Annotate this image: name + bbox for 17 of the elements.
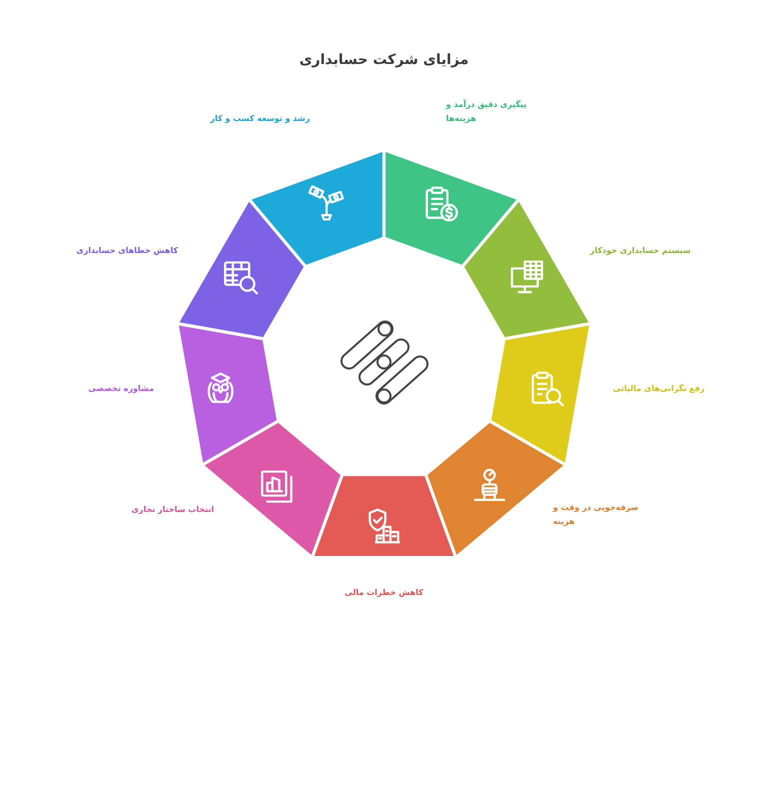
ring-segment: [386, 152, 516, 265]
benefit-label: کاهش خطاهای حسابداری: [76, 245, 178, 257]
ring-segment: [314, 476, 454, 556]
ring-segment: [491, 325, 590, 463]
title: مزایای شرکت حسابداری: [298, 51, 470, 70]
benefit-label: کاهش خطرات مالی: [344, 587, 424, 599]
benefit-label: رشد و توسعه کسب و کار: [210, 113, 310, 125]
benefit-label: پیگیری دقیق درآمد و هزینه‌ها: [446, 98, 528, 125]
benefit-label: رفع نگرانی‌های مالیاتی: [613, 382, 705, 395]
ring-segment: [252, 152, 382, 265]
ring-segment: [179, 202, 304, 338]
benefit-label: صرفه‌جویی در وقت و هزینه: [553, 502, 640, 528]
benefit-label: سیستم حسابداری خودکار: [590, 245, 691, 257]
benefit-label: مشاوره تخصصی: [88, 383, 154, 395]
benefit-label: انتخاب ساختار تجاری: [131, 504, 214, 516]
ring-segment: [178, 325, 277, 463]
ring-segment: [464, 202, 589, 338]
